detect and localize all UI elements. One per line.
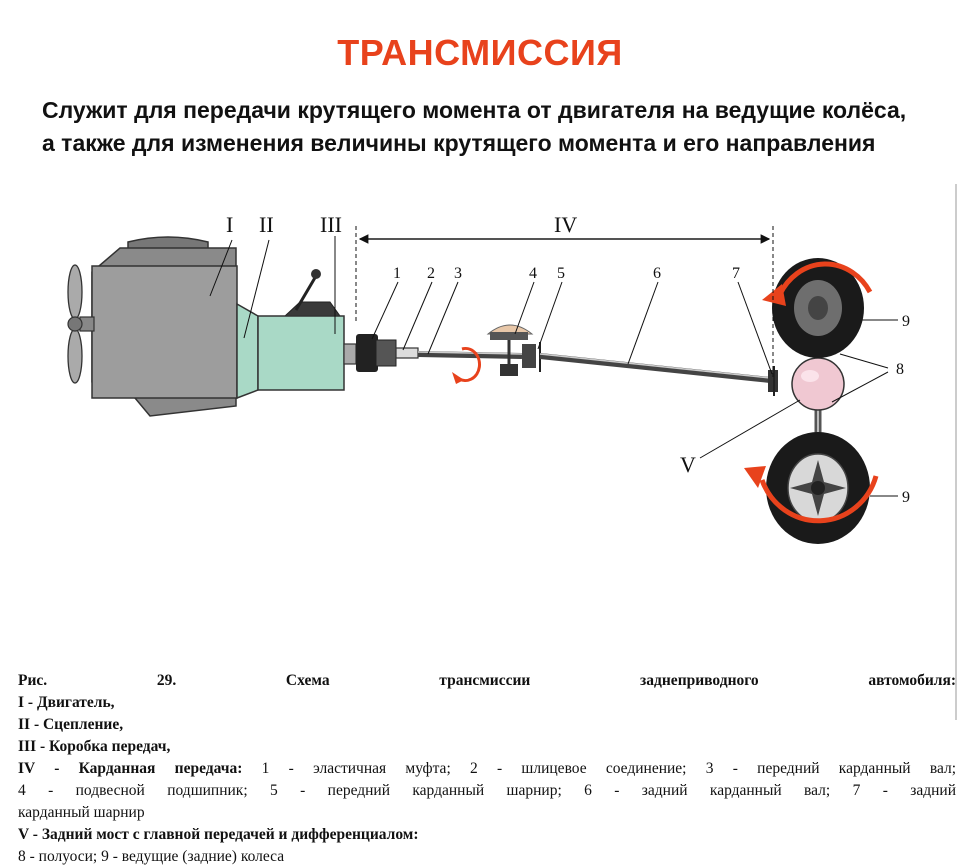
part-number: 9 xyxy=(902,489,910,506)
caption-rear-axle: V - Задний мост с главной передачей и ди… xyxy=(18,826,419,843)
part-number: 2 xyxy=(427,265,435,282)
caption-engine: I - Двигатель, xyxy=(18,694,115,711)
caption-heading: Рис. 29. Схема трансмиссии заднеприводно… xyxy=(18,672,956,689)
label-rear-axle: V xyxy=(680,452,696,477)
caption-clutch: II - Сцепление, xyxy=(18,716,124,733)
part-number: 5 xyxy=(557,265,565,282)
lower-rear-wheel xyxy=(766,432,870,544)
label-engine: I xyxy=(226,212,233,237)
cardan-transmission xyxy=(356,324,778,396)
part-number: 7 xyxy=(732,265,740,282)
caption-gearbox: III - Коробка передач, xyxy=(18,738,171,755)
caption-cardan-parts-a: 1 - эластичная муфта; 2 - шлицевое соеди… xyxy=(242,760,957,777)
part-number: 1 xyxy=(393,265,401,282)
engine xyxy=(79,236,238,417)
upper-rear-wheel xyxy=(772,258,864,358)
part-number: 8 xyxy=(896,361,904,378)
part-number: 6 xyxy=(653,265,661,282)
part-number: 3 xyxy=(454,265,462,282)
clutch xyxy=(236,302,259,400)
part-number: 9 xyxy=(902,313,910,330)
figure-caption: Рис. 29. Схема трансмиссии заднеприводно… xyxy=(18,670,956,868)
label-cardan: IV xyxy=(554,212,577,237)
lower-wheel-rotation-arrow-icon xyxy=(744,466,879,524)
page-title: ТРАНСМИССИЯ xyxy=(337,32,623,73)
transmission-diagram: I II III IV V 1 2 3 4 5 6 7 8 9 9 Рис. 2… xyxy=(0,184,960,865)
label-clutch: II xyxy=(259,212,274,237)
caption-cardan-parts-b: 4 - подвесной подшипник; 5 - передний ка… xyxy=(18,782,956,799)
rotation-arrow-icon xyxy=(452,347,481,384)
upper-wheel-rotation-arrow-icon xyxy=(762,261,873,306)
caption-cardan-heading: IV - Карданная передача: xyxy=(18,760,243,777)
leader-lines xyxy=(209,236,898,497)
caption-cardan-parts-c: карданный шарнир xyxy=(18,804,145,821)
dimension-arrow-iv xyxy=(355,226,774,380)
part-number: 4 xyxy=(529,265,537,282)
page-subtitle: Служит для передачи крутящего момента от… xyxy=(42,97,907,156)
gearbox xyxy=(257,269,357,391)
caption-axle-parts: 8 - полуоси; 9 - ведущие (задние) колеса xyxy=(18,848,285,865)
label-gearbox: III xyxy=(320,212,342,237)
fan-icon xyxy=(67,264,83,384)
